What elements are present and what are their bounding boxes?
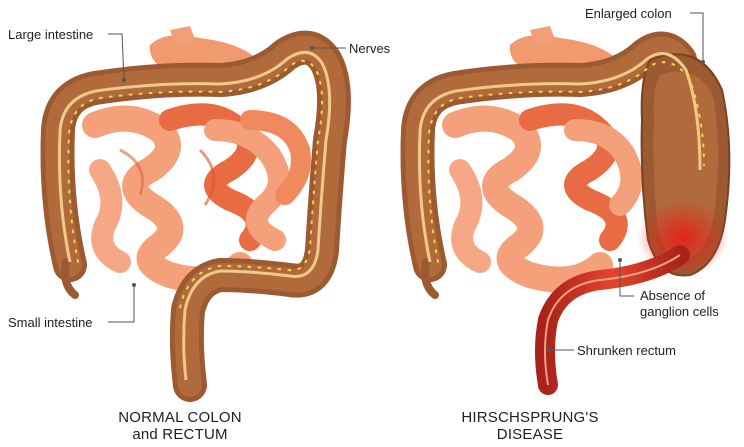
label-absence-line1: Absence of: [640, 288, 705, 303]
small-intestine-right: [455, 114, 631, 279]
label-absence-line2: ganglion cells: [640, 304, 719, 319]
caption-disease-line2: DISEASE: [430, 426, 630, 443]
label-enlarged-colon: Enlarged colon: [585, 6, 672, 21]
caption-normal: NORMAL COLON and RECTUM: [80, 409, 280, 443]
label-nerves: Nerves: [349, 41, 390, 56]
caption-disease-line1: HIRSCHSPRUNG'S: [430, 409, 630, 426]
caption-normal-line1: NORMAL COLON: [80, 409, 280, 426]
label-shrunken-rectum: Shrunken rectum: [577, 343, 676, 358]
normal-colon-illustration: [58, 26, 335, 385]
label-small-intestine: Small intestine: [8, 315, 93, 330]
label-large-intestine: Large intestine: [8, 27, 93, 42]
caption-disease: HIRSCHSPRUNG'S DISEASE: [430, 409, 630, 443]
small-intestine: [95, 114, 301, 279]
hirschsprung-illustration: [418, 26, 730, 385]
caption-normal-line2: and RECTUM: [80, 426, 280, 443]
